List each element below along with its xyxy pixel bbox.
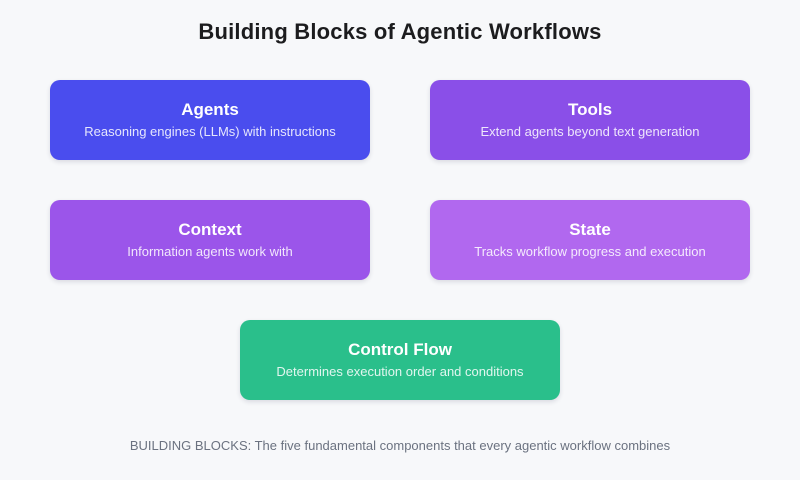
block-card-context: Context Information agents work with bbox=[50, 200, 370, 280]
block-title-state: State bbox=[569, 219, 611, 239]
block-title-agents: Agents bbox=[181, 99, 239, 119]
block-description-state: Tracks workflow progress and execution bbox=[474, 243, 706, 259]
block-description-control-flow: Determines execution order and condition… bbox=[276, 363, 524, 379]
block-card-state: State Tracks workflow progress and execu… bbox=[430, 200, 750, 280]
block-card-control-flow: Control Flow Determines execution order … bbox=[240, 320, 560, 400]
blocks-grid: Agents Reasoning engines (LLMs) with ins… bbox=[50, 80, 750, 400]
blocks-row-1: Agents Reasoning engines (LLMs) with ins… bbox=[50, 80, 750, 160]
caption: BUILDING BLOCKS: The five fundamental co… bbox=[129, 438, 671, 453]
block-title-tools: Tools bbox=[567, 99, 613, 119]
blocks-row-3: Control Flow Determines execution order … bbox=[50, 320, 750, 400]
block-title-control-flow: Control Flow bbox=[348, 339, 452, 359]
page-title: Building Blocks of Agentic Workflows bbox=[198, 19, 602, 44]
block-description-agents: Reasoning engines (LLMs) with instructio… bbox=[84, 123, 336, 139]
block-card-tools: Tools Extend agents beyond text generati… bbox=[430, 80, 750, 160]
block-card-agents: Agents Reasoning engines (LLMs) with ins… bbox=[50, 80, 370, 160]
block-description-tools: Extend agents beyond text generation bbox=[480, 123, 700, 139]
block-title-context: Context bbox=[178, 219, 242, 239]
blocks-row-2: Context Information agents work with Sta… bbox=[50, 200, 750, 280]
block-description-context: Information agents work with bbox=[127, 243, 293, 259]
